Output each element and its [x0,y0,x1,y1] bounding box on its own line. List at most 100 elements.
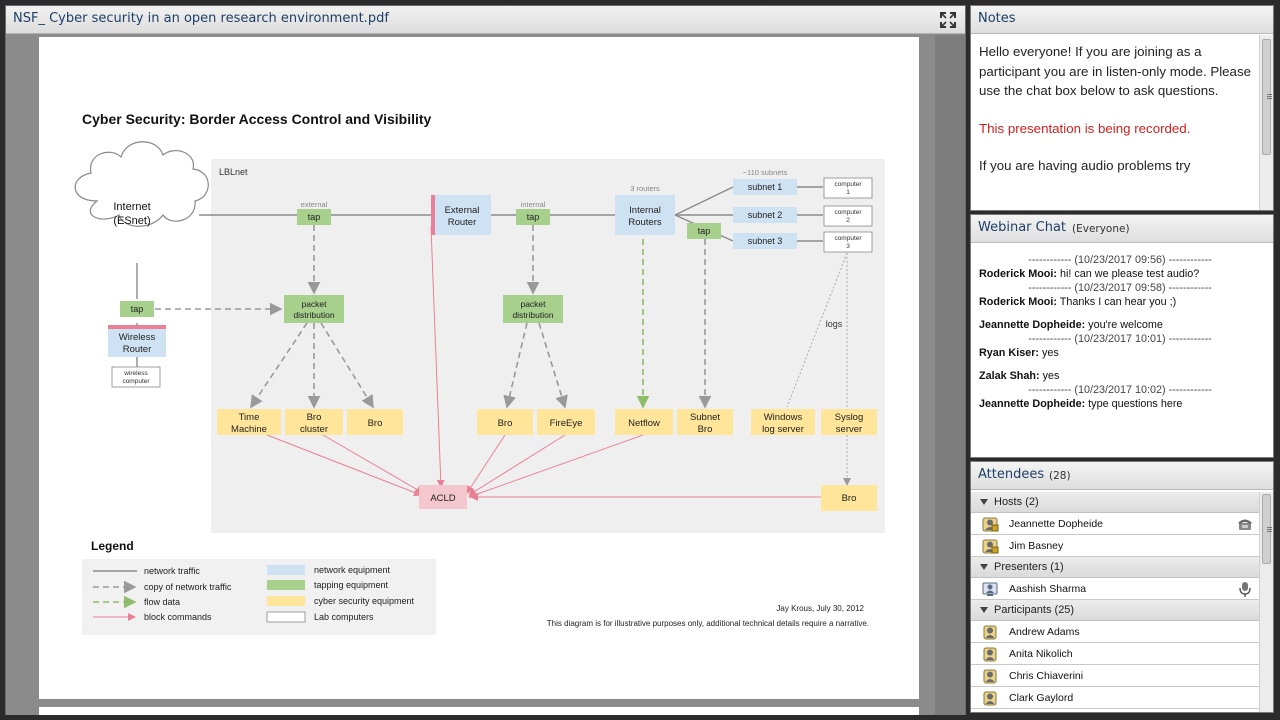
svg-text:server: server [836,424,862,435]
internet-cloud: Internet (ESnet) [74,141,209,227]
svg-text:Syslog: Syslog [835,412,864,423]
packet-distribution-2: packet distribution [503,295,563,323]
packet-distribution-1: packet distribution [284,295,344,323]
legend-line-label: network traffic [144,566,200,576]
attendee-name: Chris Chiaverini [1009,670,1084,682]
attendee-name: Anita Nikolich [1009,648,1073,660]
notes-recording-notice: This presentation is being recorded. [979,120,1191,136]
diagram-credit: Jay Krous, July 30, 2012 [776,604,864,613]
legend-line-label: block commands [144,612,212,622]
host-icon [982,517,999,532]
svg-text:subnet 3: subnet 3 [748,236,783,246]
tap-external: tap [297,209,331,225]
routers-count-label: 3 routers [630,184,660,193]
chat-message: Roderick Mooi: Thanks I can hear you ;) [979,295,1261,309]
attendee-row[interactable]: Anita Nikolich [971,643,1260,665]
notes-body: Hello everyone! If you are joining as a … [979,42,1259,194]
svg-text:log server: log server [762,424,804,435]
svg-text:2: 2 [846,217,850,224]
svg-text:computer: computer [834,235,862,242]
chat-text: yes [1039,347,1059,359]
chat-text: you're welcome [1085,319,1163,331]
presenters-section-toggle[interactable]: Presenters (1) [971,557,1260,578]
svg-text:1: 1 [846,189,850,196]
internal-routers: Internal Routers [615,195,675,235]
svg-text:Bro: Bro [498,418,513,429]
block-command-lines [266,226,823,501]
svg-text:Bro: Bro [842,493,857,504]
attendee-row[interactable]: Chris Chiaverini [971,665,1260,687]
svg-text:Windows: Windows [764,412,803,423]
svg-text:tap: tap [131,304,144,314]
attendees-pod: Attendees (28) Hosts (2) Jeannette Dophe… [970,461,1274,713]
bro-2: Bro [477,409,533,435]
svg-text:Netflow: Netflow [628,418,660,429]
chat-message: Ryan Kiser: yes [979,346,1261,360]
attendee-row[interactable]: Jeannette Dopheide [971,513,1260,535]
svg-text:tap: tap [308,212,321,222]
attendee-row[interactable]: Aashish Sharma [971,578,1260,600]
attendee-row[interactable]: Jim Basney [971,535,1260,557]
chat-timestamp: ------------ (10/23/2017 09:58) --------… [1028,282,1212,294]
attendees-scrollbar[interactable] [1259,492,1273,712]
svg-text:tap: tap [698,226,711,236]
document-viewer[interactable]: Cyber Security: Border Access Control an… [6,35,965,715]
svg-text:Bro: Bro [698,424,713,435]
wireless-router: Wireless Router [108,325,166,357]
chat-message: Jeannette Dopheide: type questions here [979,397,1261,411]
esnet-label: (ESnet) [113,215,150,227]
svg-text:Bro: Bro [307,412,322,423]
diagram-disclaimer: This diagram is for illustrative purpose… [547,619,869,628]
svg-text:packet: packet [520,299,546,309]
notes-paragraph: If you are having audio problems try [979,158,1191,173]
svg-text:subnet 1: subnet 1 [748,182,783,192]
svg-text:Subnet: Subnet [690,412,720,423]
chat-title: Webinar Chat [978,220,1067,235]
network-diagram: Cyber Security: Border Access Control an… [74,111,885,635]
time-machine: Time Machine [217,409,281,435]
host-icon [982,539,999,554]
svg-text:cluster: cluster [300,424,328,435]
document-scrollbar[interactable] [935,35,965,715]
legend-swatch-security [267,596,305,606]
legend-title: Legend [91,539,134,553]
svg-text:Time: Time [239,412,260,423]
legend-box-label: tapping equipment [314,580,389,590]
attendees-scroll-thumb[interactable] [1262,494,1272,564]
chat-timestamp: ------------ (10/23/2017 09:56) --------… [1028,254,1212,266]
svg-text:subnet 2: subnet 2 [748,210,783,220]
chat-timestamp: ------------ (10/23/2017 10:01) --------… [1028,333,1212,345]
chat-sender: Jeannette Dopheide: [979,398,1086,410]
chat-message: Jeannette Dopheide: you're welcome [979,318,1261,332]
syslog-server: Syslog server [821,409,877,435]
attendee-list: Hosts (2) Jeannette Dopheide Jim Basney … [971,492,1260,712]
bro-syslog: Bro [821,485,877,511]
fullscreen-icon[interactable] [939,11,957,29]
tap-internal: tap [516,209,550,225]
participants-section-toggle[interactable]: Participants (25) [971,600,1260,621]
bro-1: Bro [347,409,403,435]
external-router: External Router [431,195,491,235]
bro-cluster: Bro cluster [285,409,343,435]
hosts-section-toggle[interactable]: Hosts (2) [971,492,1260,513]
attendee-row[interactable]: Andrew Adams [971,621,1260,643]
attendee-row[interactable]: Clark Gaylord [971,687,1260,709]
microphone-icon [1239,582,1251,597]
acld: ACLD [419,485,467,509]
collapse-icon [980,564,988,570]
svg-text:computer: computer [834,209,862,216]
netflow: Netflow [615,409,673,435]
share-document-title: NSF_ Cyber security in an open research … [13,11,389,26]
legend-line-label: flow data [144,597,180,607]
windows-log-server: Windows log server [751,409,815,435]
participant-icon [983,625,997,640]
legend-box-label: network equipment [314,565,391,575]
computer-2: computer 2 [823,205,873,227]
internal-tap-label: internal [521,200,546,209]
chat-scope: (Everyone) [1072,223,1130,235]
notes-scroll-thumb[interactable] [1262,39,1272,155]
notes-scrollbar[interactable] [1259,35,1273,210]
legend-swatch-network [267,565,305,575]
svg-text:Machine: Machine [231,424,267,435]
legend-box-label: cyber security equipment [314,596,415,606]
